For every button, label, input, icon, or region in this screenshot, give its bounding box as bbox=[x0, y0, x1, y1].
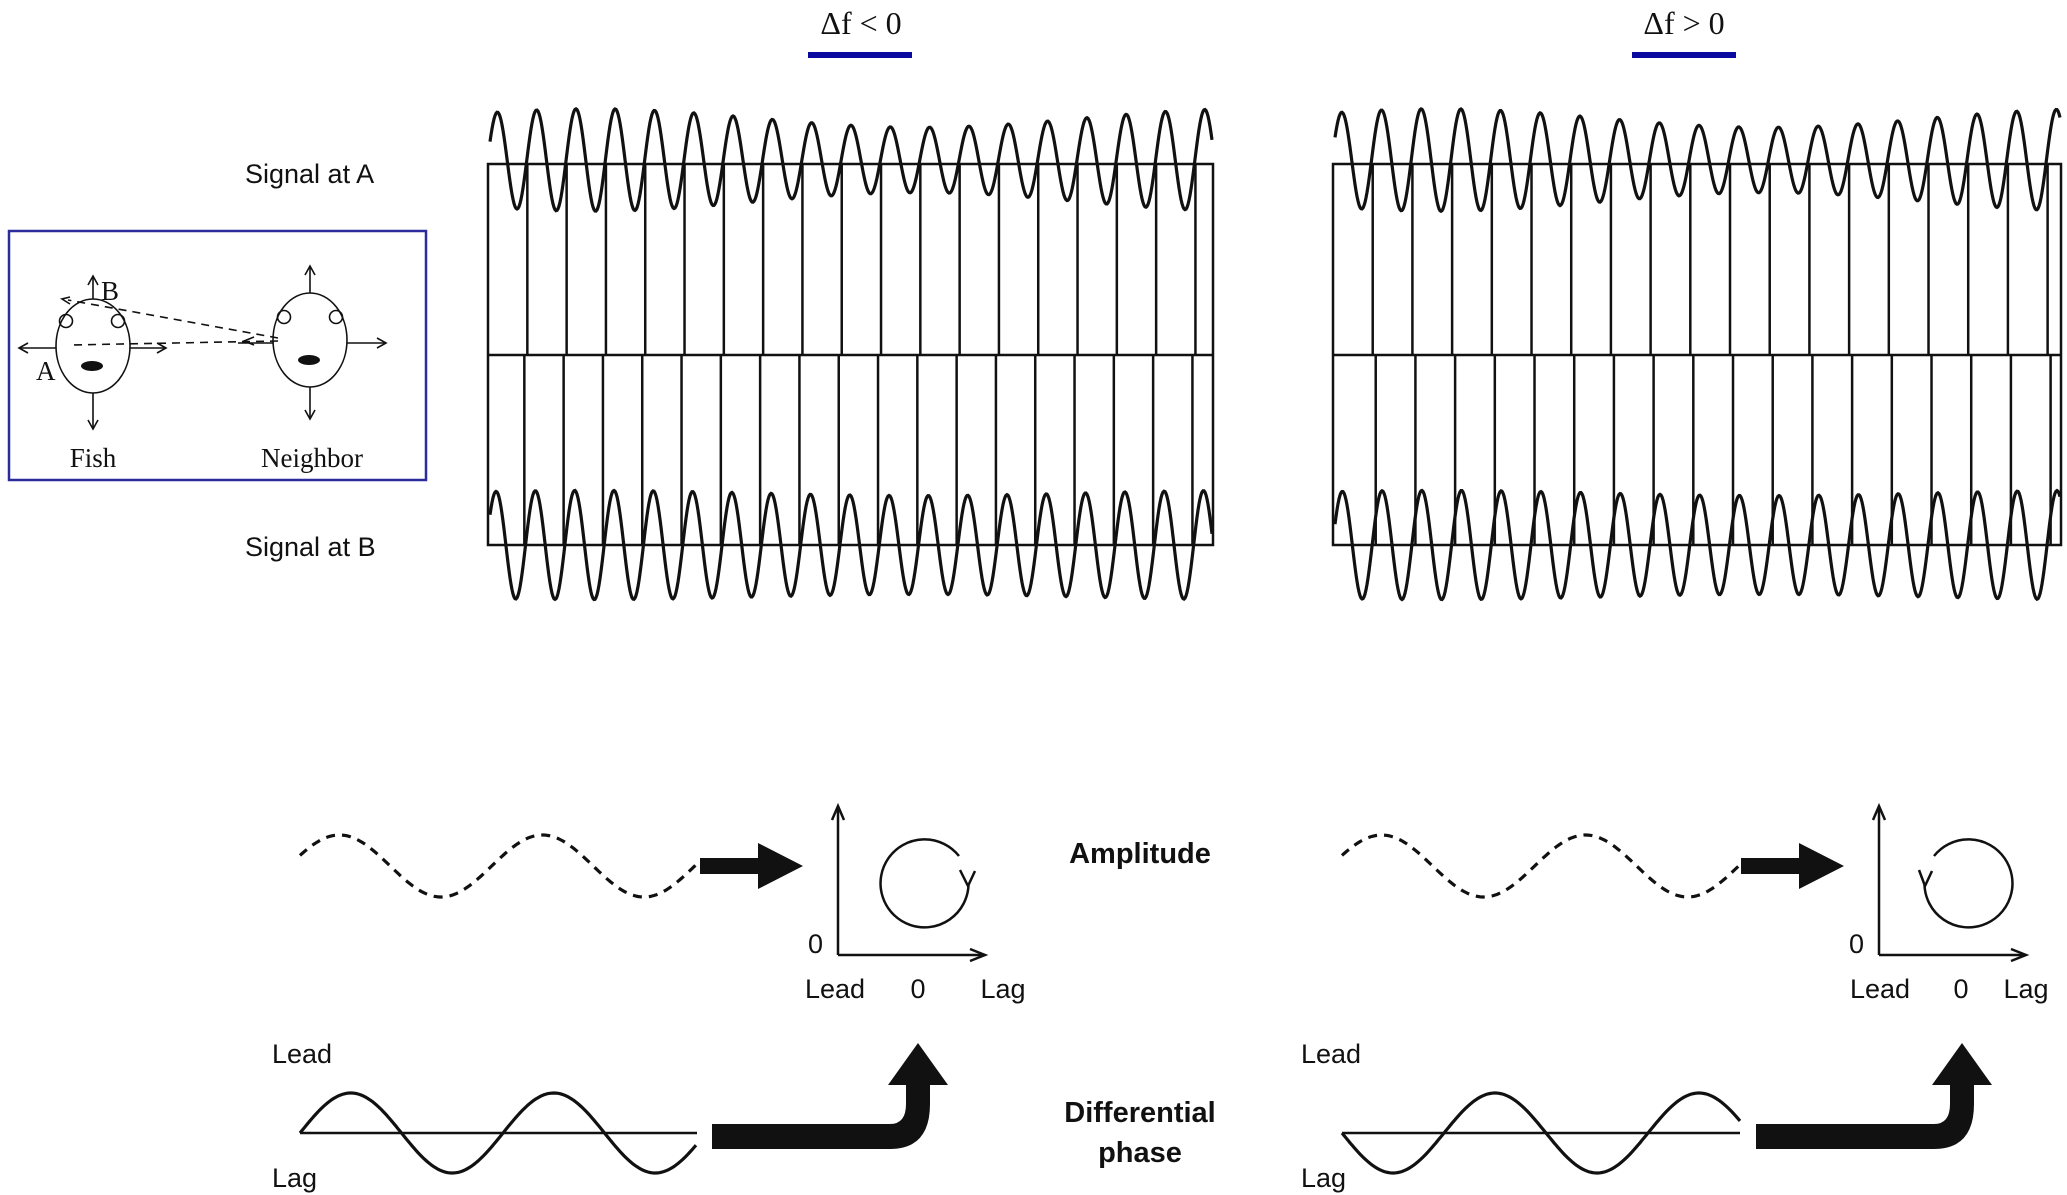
fish-eye bbox=[81, 361, 103, 371]
zero-y-label: 0 bbox=[808, 929, 823, 959]
condition-underline bbox=[808, 52, 912, 58]
point-a-label: A bbox=[36, 356, 56, 386]
fish-label: Fish bbox=[70, 443, 117, 473]
signal-b-trace bbox=[1333, 488, 2062, 602]
phase-label: phase bbox=[1098, 1137, 1182, 1169]
lag-axis-label: Lag bbox=[2003, 974, 2048, 1004]
lead-axis-label: Lead bbox=[1850, 974, 1910, 1004]
condition-underline bbox=[1632, 52, 1736, 58]
signal-b-label: Signal at B bbox=[245, 532, 376, 562]
lead-label: Lead bbox=[272, 1039, 332, 1069]
amplitude-modulation-curve bbox=[298, 833, 698, 899]
oscillogram-negative bbox=[486, 107, 1215, 602]
neighbor-field-arrows bbox=[238, 264, 388, 421]
zero-x-label: 0 bbox=[1953, 974, 1968, 1004]
inset-border bbox=[7, 229, 428, 482]
zero-x-label: 0 bbox=[910, 974, 925, 1004]
fish-field-arrows bbox=[17, 274, 168, 431]
amplitude-arrow bbox=[1741, 843, 1844, 889]
lead-label: Lead bbox=[1301, 1039, 1361, 1069]
signal-a-trace bbox=[488, 107, 1214, 213]
signal-a-trace bbox=[1333, 107, 2062, 214]
lag-label: Lag bbox=[1301, 1163, 1346, 1193]
neighbor-eye bbox=[298, 355, 320, 365]
neighbor-label: Neighbor bbox=[261, 443, 363, 473]
lag-axis-label: Lag bbox=[980, 974, 1025, 1004]
differential-phase-curve bbox=[298, 1091, 698, 1175]
signal-b-trace bbox=[488, 488, 1214, 602]
lower-schematic-negative: 0 Lead 0 Lag Lead Lag bbox=[272, 802, 1026, 1193]
fish-inset: B A Fish Neighbor bbox=[7, 229, 428, 482]
point-b-label: B bbox=[101, 276, 119, 306]
oscillogram-positive bbox=[1331, 107, 2063, 602]
zero-y-label: 0 bbox=[1849, 929, 1864, 959]
differential-phase-curve bbox=[1340, 1091, 1742, 1175]
counterclockwise-rotation-loop bbox=[1923, 838, 2014, 929]
amplitude-label: Amplitude bbox=[1069, 838, 1211, 870]
differential-label: Differential bbox=[1064, 1097, 1215, 1129]
lower-schematic-positive: 0 Lead 0 Lag Lead Lag bbox=[1301, 802, 2049, 1193]
svg-text:Δf > 0: Δf > 0 bbox=[1643, 5, 1724, 41]
svg-text:Δf < 0: Δf < 0 bbox=[820, 5, 901, 41]
clockwise-rotation-loop bbox=[879, 838, 970, 929]
condition-header-negative: Δf < 0 bbox=[808, 5, 912, 58]
phase-arrow bbox=[1756, 1043, 1992, 1149]
signal-a-label: Signal at A bbox=[245, 159, 374, 189]
condition-header-positive: Δf > 0 bbox=[1632, 5, 1736, 58]
amplitude-arrow bbox=[700, 843, 803, 889]
neighbor-field-lines bbox=[67, 299, 279, 346]
lead-axis-label: Lead bbox=[805, 974, 865, 1004]
lag-label: Lag bbox=[272, 1163, 317, 1193]
amplitude-modulation-curve bbox=[1340, 833, 1742, 899]
phase-arrow bbox=[712, 1043, 948, 1149]
